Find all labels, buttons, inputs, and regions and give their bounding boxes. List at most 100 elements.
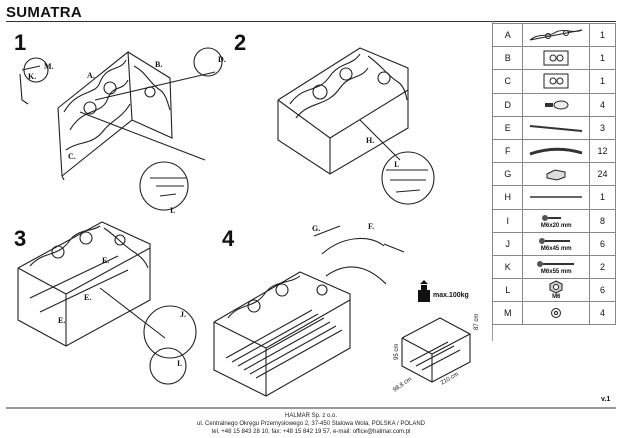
part-quantity: 2 — [589, 254, 616, 280]
product-title: SUMATRA — [6, 4, 82, 21]
part-letter: J — [491, 231, 524, 256]
parts-table-row: J M6x45 mm 6 — [491, 231, 616, 256]
part-c-icon — [522, 69, 591, 94]
label-e-bottom: E. — [58, 316, 66, 325]
part-letter: F — [491, 138, 524, 164]
weight-icon — [418, 290, 430, 302]
part-letter: D — [491, 92, 524, 117]
step3-detail-circle-top — [143, 305, 197, 359]
part-j-icon: M6x45 mm — [522, 231, 591, 256]
step-number-3: 3 — [14, 226, 27, 251]
part-quantity: 3 — [589, 115, 616, 140]
version-label: v.1 — [601, 396, 611, 403]
step1-detail-circle-right — [193, 47, 223, 77]
step1-detail-circle-bottom — [139, 161, 189, 211]
weight-limit-label: max.100kg — [433, 292, 469, 299]
part-a-icon — [522, 22, 591, 48]
step4-frame-drawing — [213, 225, 405, 397]
part-f-icon — [522, 138, 591, 164]
part-quantity: 1 — [589, 69, 616, 94]
part-h-icon — [522, 185, 591, 210]
step3-frame-drawing — [17, 221, 166, 347]
part-spec: M6x55 mm — [540, 268, 572, 275]
part-quantity: 6 — [589, 278, 616, 303]
label-k: K. — [28, 72, 37, 81]
parts-table-row: F 12 — [491, 138, 616, 164]
label-i-step1: I. — [170, 206, 176, 215]
label-c: C. — [68, 152, 76, 161]
part-g-icon — [522, 162, 591, 187]
label-f: F. — [368, 222, 375, 231]
footer-company: HALMAR Sp. z o.o. — [284, 413, 338, 419]
step-number-2: 2 — [234, 30, 247, 55]
part-b-icon — [522, 46, 591, 71]
part-quantity: 8 — [589, 208, 616, 233]
part-quantity: 4 — [589, 92, 616, 117]
part-letter: K — [491, 254, 524, 280]
part-letter: G — [491, 162, 524, 187]
part-e-icon — [522, 115, 591, 140]
parts-table-row: K M6x55 mm 2 — [491, 254, 616, 280]
label-e-mid: E. — [84, 293, 92, 302]
parts-table-row: I M6x20 mm 8 — [491, 208, 616, 233]
step1-frame-drawing — [19, 50, 216, 181]
dimension-height: 87 cm — [474, 313, 480, 330]
part-letter: B — [491, 46, 524, 71]
footer-contact: tel. +48 15 843 28 10, fax: +48 15 842 1… — [211, 429, 411, 435]
part-spec: M6 — [552, 294, 561, 301]
label-i-step2: I. — [394, 160, 400, 169]
label-b: B. — [155, 60, 163, 69]
step1-detail-circle-left — [23, 57, 49, 83]
label-h: H. — [366, 136, 375, 145]
part-l-icon: M6 — [522, 278, 591, 303]
part-letter: A — [491, 22, 524, 48]
part-quantity: 1 — [589, 185, 616, 210]
parts-table-row: G 24 — [491, 162, 616, 187]
part-i-icon: M6x20 mm — [522, 208, 591, 233]
part-letter: L — [491, 278, 524, 303]
step2-frame-drawing — [277, 47, 409, 175]
step3-detail-circle-bottom — [149, 347, 187, 385]
part-quantity: 1 — [589, 46, 616, 71]
part-spec: M6x45 mm — [540, 245, 572, 252]
header-divider — [6, 21, 616, 22]
parts-table-row: L M6 6 — [491, 278, 616, 303]
part-letter: H — [491, 185, 524, 210]
dimension-inner: 95 cm — [394, 343, 400, 360]
part-letter: M — [491, 301, 524, 326]
step-number-1: 1 — [14, 30, 27, 55]
footer: HALMAR Sp. z o.o. ul. Centralnego Okręgu… — [0, 412, 622, 436]
label-m: M. — [44, 62, 54, 71]
part-quantity: 6 — [589, 231, 616, 256]
dimension-sketch — [401, 317, 471, 383]
footer-address: ul. Centralnego Okręgu Przemysłowego 2, … — [196, 421, 425, 427]
label-d: D. — [218, 55, 226, 64]
label-e-top: E. — [102, 256, 110, 265]
part-quantity: 4 — [589, 301, 616, 326]
part-k-icon: M6x55 mm — [522, 254, 591, 280]
part-quantity: 24 — [589, 162, 616, 187]
label-j: J. — [180, 310, 186, 319]
step2-detail-circle — [381, 151, 435, 205]
part-spec: M6x20 mm — [540, 222, 572, 229]
part-m-icon — [522, 301, 591, 326]
label-g: G. — [312, 224, 321, 233]
part-letter: C — [491, 69, 524, 94]
part-letter: I — [491, 208, 524, 233]
label-i-step3: I. — [177, 359, 183, 368]
part-quantity: 12 — [589, 138, 616, 164]
label-a: A. — [87, 71, 95, 80]
part-quantity: 1 — [589, 22, 616, 48]
part-letter: E — [491, 115, 524, 140]
step-number-4: 4 — [222, 226, 235, 251]
part-d-icon — [522, 92, 591, 117]
